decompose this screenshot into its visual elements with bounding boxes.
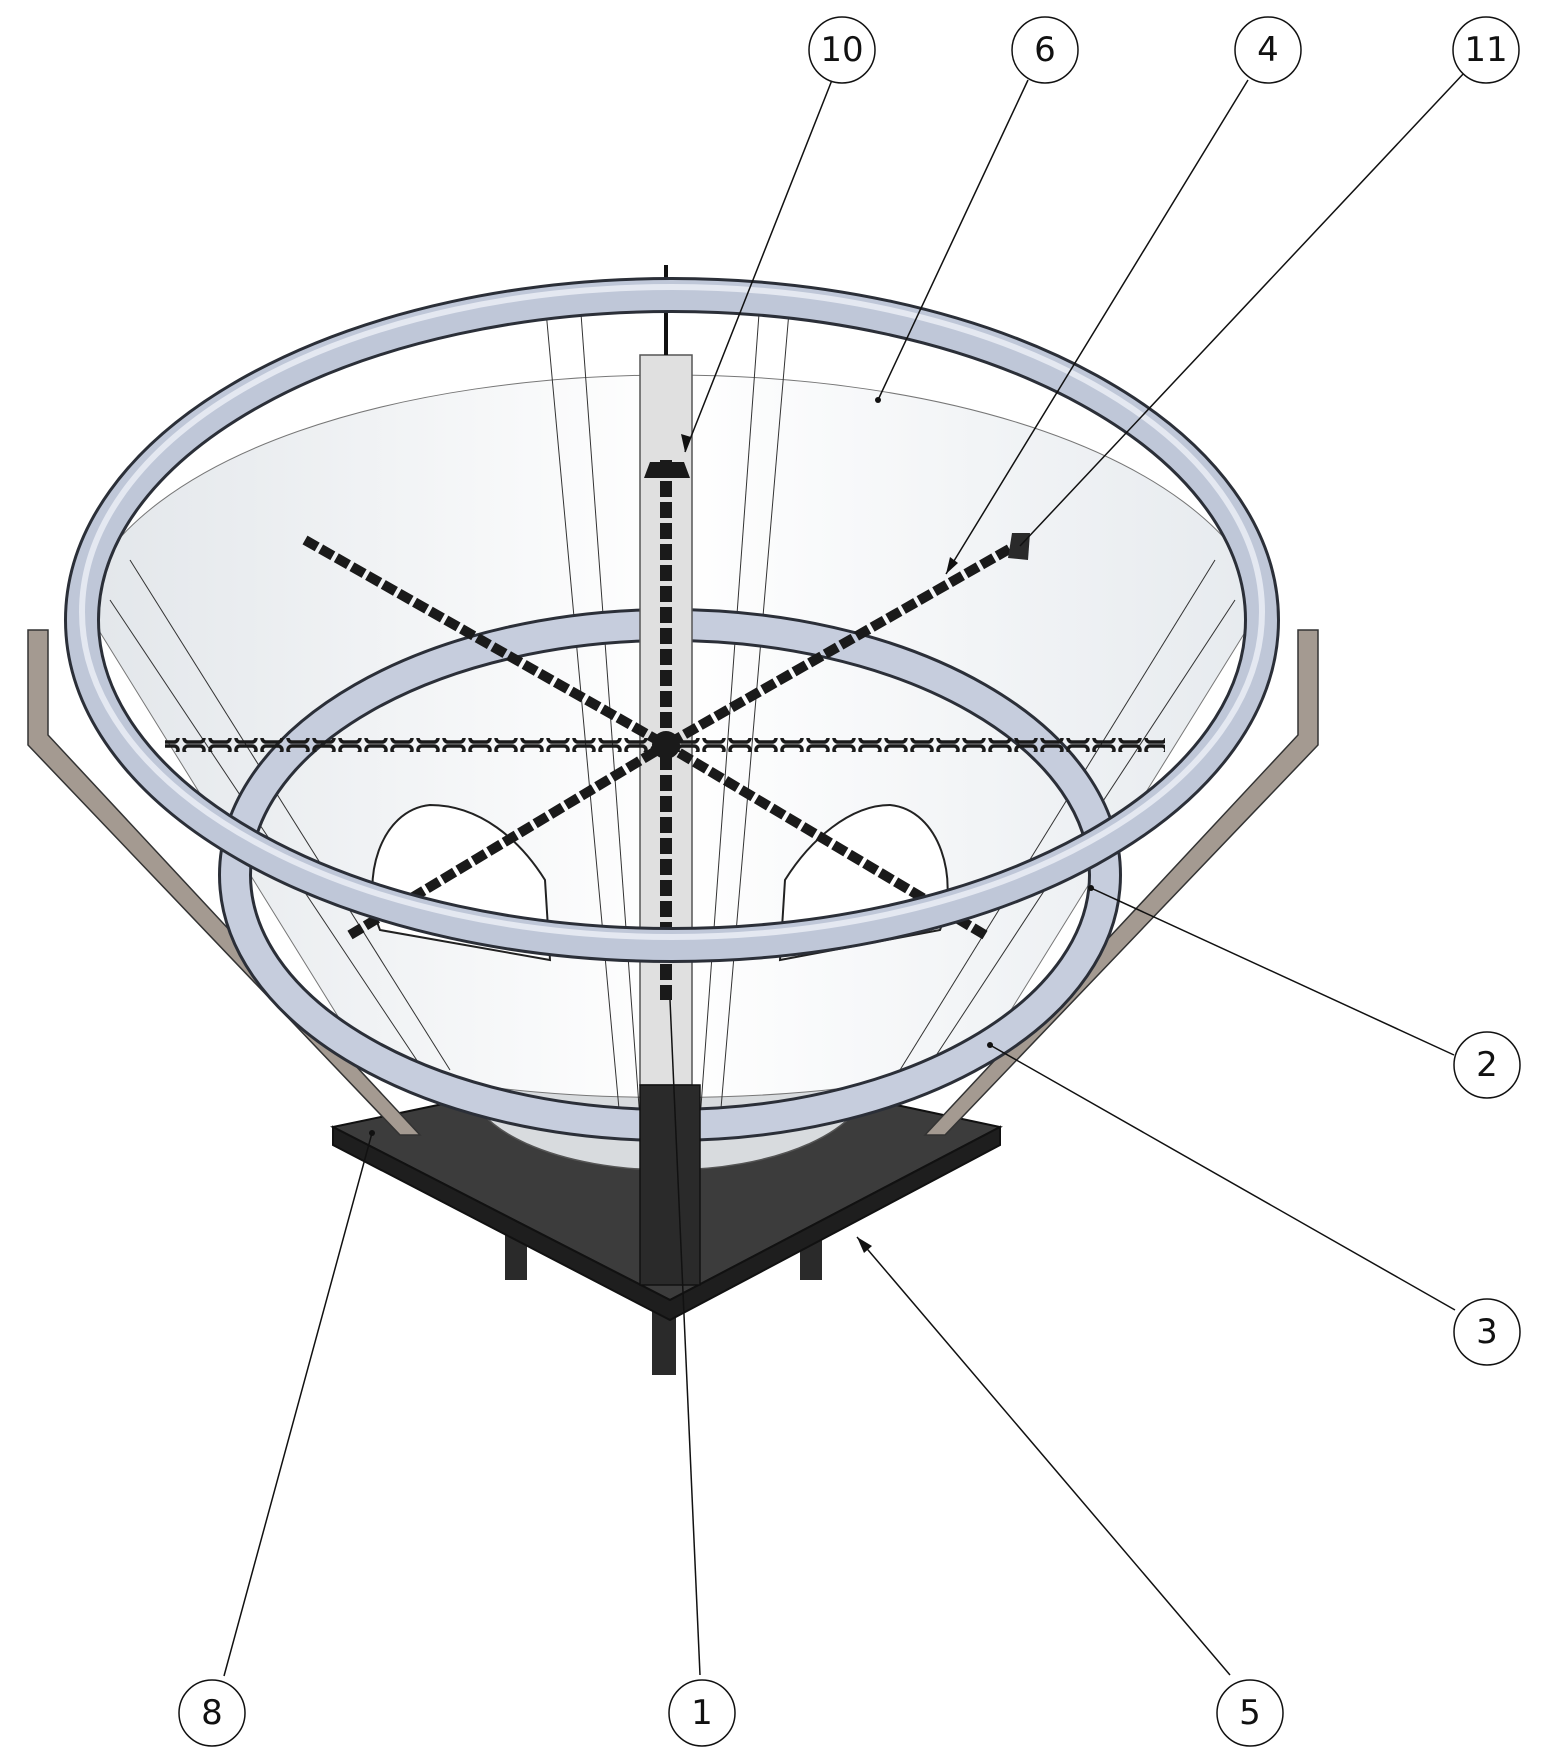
balloon-2: 2 <box>1453 1031 1521 1099</box>
leader-11 <box>1019 71 1466 547</box>
leader-1 <box>669 999 701 1676</box>
leader-2 <box>1090 887 1455 1056</box>
arrow-5 <box>857 1237 872 1253</box>
balloon-label-11: 11 <box>1464 30 1507 70</box>
dot-8 <box>369 1130 375 1136</box>
chain-end-bracket <box>1008 533 1030 560</box>
leader-5 <box>856 1236 1231 1676</box>
arrow-4 <box>946 557 958 574</box>
balloon-label-8: 8 <box>201 1693 223 1733</box>
balloon-label-10: 10 <box>820 30 863 70</box>
balloon-label-5: 5 <box>1239 1693 1261 1733</box>
leader-10 <box>684 79 833 453</box>
chain-left-upper <box>302 535 669 750</box>
balloon-8: 8 <box>178 1679 246 1747</box>
base-plate-edge <box>332 1125 1001 1322</box>
chain-right-upper <box>663 535 1028 750</box>
balloon-10: 10 <box>808 16 876 84</box>
leader-3 <box>989 1044 1456 1311</box>
balloon-6: 6 <box>1011 16 1079 84</box>
balloon-label-2: 2 <box>1476 1045 1498 1085</box>
balloon-3: 3 <box>1453 1298 1521 1366</box>
leader-points <box>369 397 1094 1253</box>
dot-6 <box>875 397 881 403</box>
upper-ring <box>64 277 1280 963</box>
side-bracket-right <box>923 629 1319 1136</box>
leader-4 <box>945 79 1249 575</box>
balloon-4: 4 <box>1234 16 1302 84</box>
leader-lines <box>223 71 1466 1677</box>
balloon-label-6: 6 <box>1034 30 1056 70</box>
dot-3 <box>987 1042 993 1048</box>
chain-hub <box>652 731 680 759</box>
balloon-label-1: 1 <box>691 1693 713 1733</box>
balloon-label-3: 3 <box>1476 1312 1498 1352</box>
balloon-5: 5 <box>1216 1679 1284 1747</box>
chain-top-link <box>644 462 690 478</box>
side-bracket-left <box>27 629 422 1136</box>
arrow-10 <box>681 434 691 452</box>
balloon-label-4: 4 <box>1257 30 1279 70</box>
balloon-11: 11 <box>1452 16 1520 84</box>
leader-6 <box>877 79 1029 401</box>
dot-2 <box>1088 885 1094 891</box>
balloon-1: 1 <box>668 1679 736 1747</box>
side-brackets <box>27 629 1319 1136</box>
leader-8 <box>223 1132 373 1677</box>
